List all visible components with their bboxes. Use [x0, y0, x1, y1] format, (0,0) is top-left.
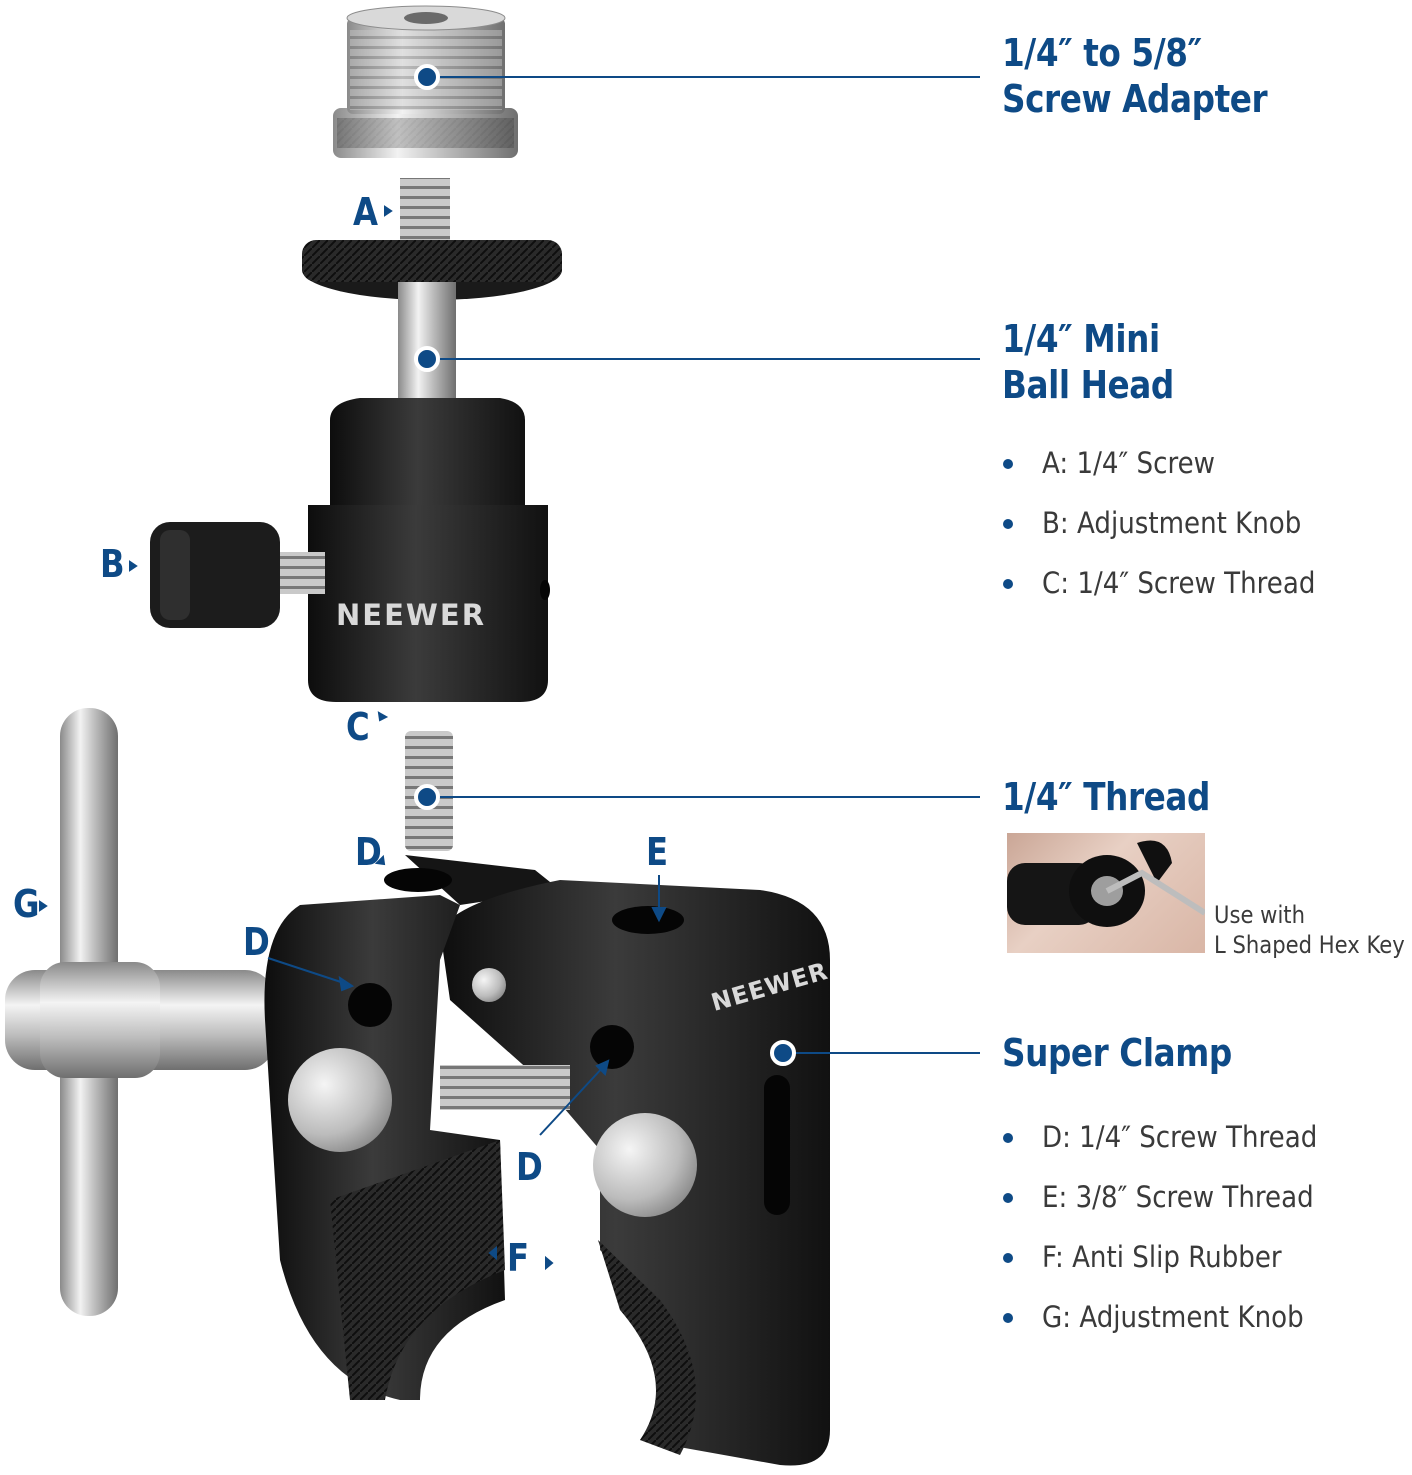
- hex-key-note-line1: Use with: [1214, 901, 1305, 929]
- part-letter-f: F: [507, 1236, 530, 1280]
- ball-head-brand-logo: NEEWER: [336, 598, 487, 632]
- list-item: C: 1/4″ Screw Thread: [1000, 568, 1346, 628]
- part-letter-e: E: [646, 830, 669, 874]
- part-letter-d-top: D: [355, 830, 382, 874]
- screw-adapter: [333, 5, 518, 158]
- list-item: E: 3/8″ Screw Thread: [1000, 1182, 1348, 1242]
- ball-head-title-line2: Ball Head: [1002, 363, 1174, 407]
- adapter-title: 1/4″ to 5/8″ Screw Adapter: [1002, 30, 1268, 122]
- clamp-title: Super Clamp: [1002, 1031, 1232, 1075]
- hex-key-inset-photo: [1007, 833, 1205, 953]
- thread-title: 1/4″ Thread: [1002, 775, 1210, 819]
- ball-head-title: 1/4″ Mini Ball Head: [1002, 316, 1174, 408]
- part-letter-g: G: [13, 882, 40, 926]
- part-letter-a: A: [353, 190, 379, 234]
- adapter-title-line1: 1/4″ to 5/8″: [1002, 31, 1202, 75]
- list-item: B: Adjustment Knob: [1000, 508, 1346, 568]
- clamp-feature-list: D: 1/4″ Screw Thread E: 3/8″ Screw Threa…: [1000, 1122, 1348, 1362]
- part-letter-d-right: D: [516, 1145, 543, 1189]
- part-letter-d-left: D: [243, 920, 270, 964]
- list-item: F: Anti Slip Rubber: [1000, 1242, 1348, 1302]
- list-item: G: Adjustment Knob: [1000, 1302, 1348, 1362]
- ball-head-title-line1: 1/4″ Mini: [1002, 317, 1160, 361]
- t-handle: [5, 708, 275, 1316]
- adapter-title-line2: Screw Adapter: [1002, 77, 1268, 121]
- list-item: A: 1/4″ Screw: [1000, 448, 1346, 508]
- hex-key-note-line2: L Shaped Hex Key: [1214, 931, 1405, 959]
- ball-head: [150, 178, 562, 702]
- hex-key-note: Use with L Shaped Hex Key: [1214, 900, 1405, 960]
- list-item: D: 1/4″ Screw Thread: [1000, 1122, 1348, 1182]
- part-letter-c: C: [346, 705, 370, 749]
- part-letter-b: B: [100, 542, 125, 586]
- super-clamp: [264, 855, 830, 1466]
- ball-head-feature-list: A: 1/4″ Screw B: Adjustment Knob C: 1/4″…: [1000, 448, 1346, 628]
- hex-key-illustration: [1007, 840, 1205, 927]
